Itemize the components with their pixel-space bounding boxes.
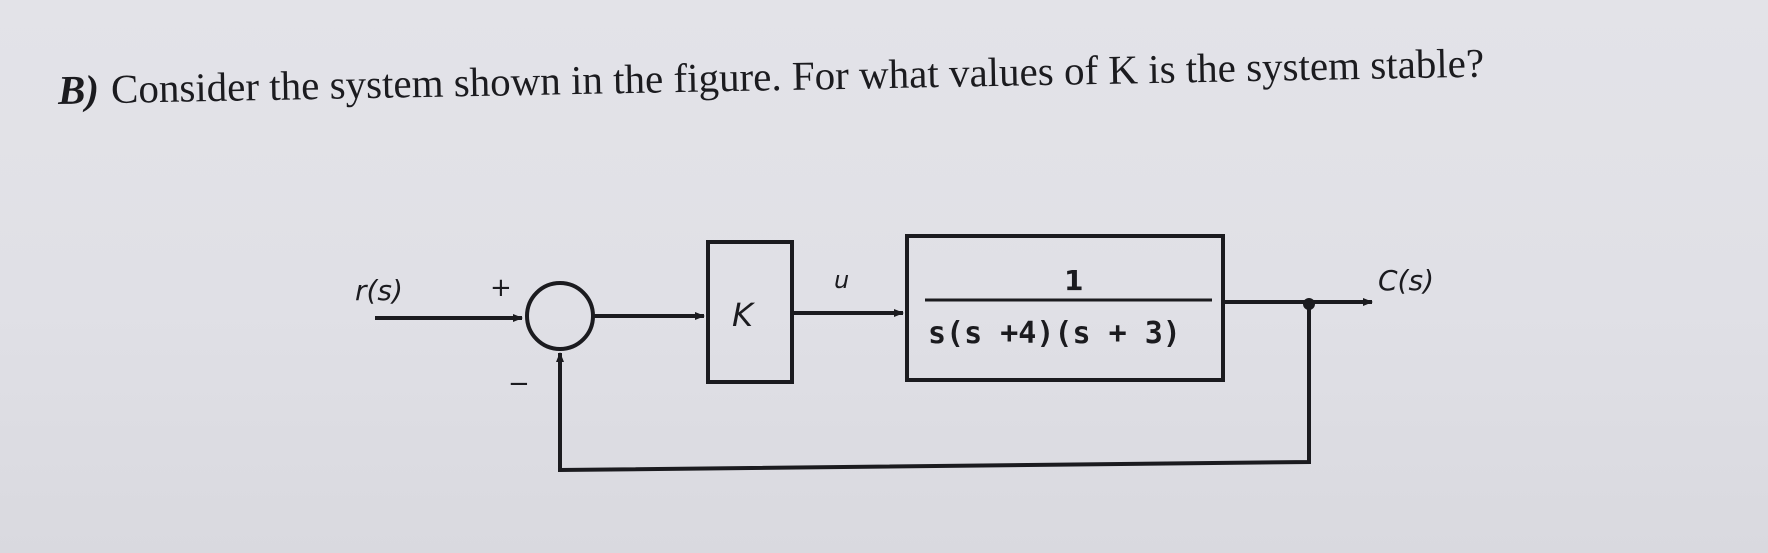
minus-sign: −	[508, 369, 530, 399]
plant-numerator: 1	[1064, 264, 1083, 297]
summing-junction	[525, 281, 595, 351]
feedback-path	[558, 304, 1311, 473]
plant-denominator: s(s +4)(s + 3)	[928, 316, 1181, 351]
gain-label: K	[732, 296, 756, 334]
plant-block	[905, 234, 1225, 382]
output-label: C(s)	[1378, 264, 1434, 297]
signal-label: u	[834, 266, 849, 294]
plus-sign: +	[490, 273, 512, 303]
input-label: r(s)	[355, 274, 403, 307]
